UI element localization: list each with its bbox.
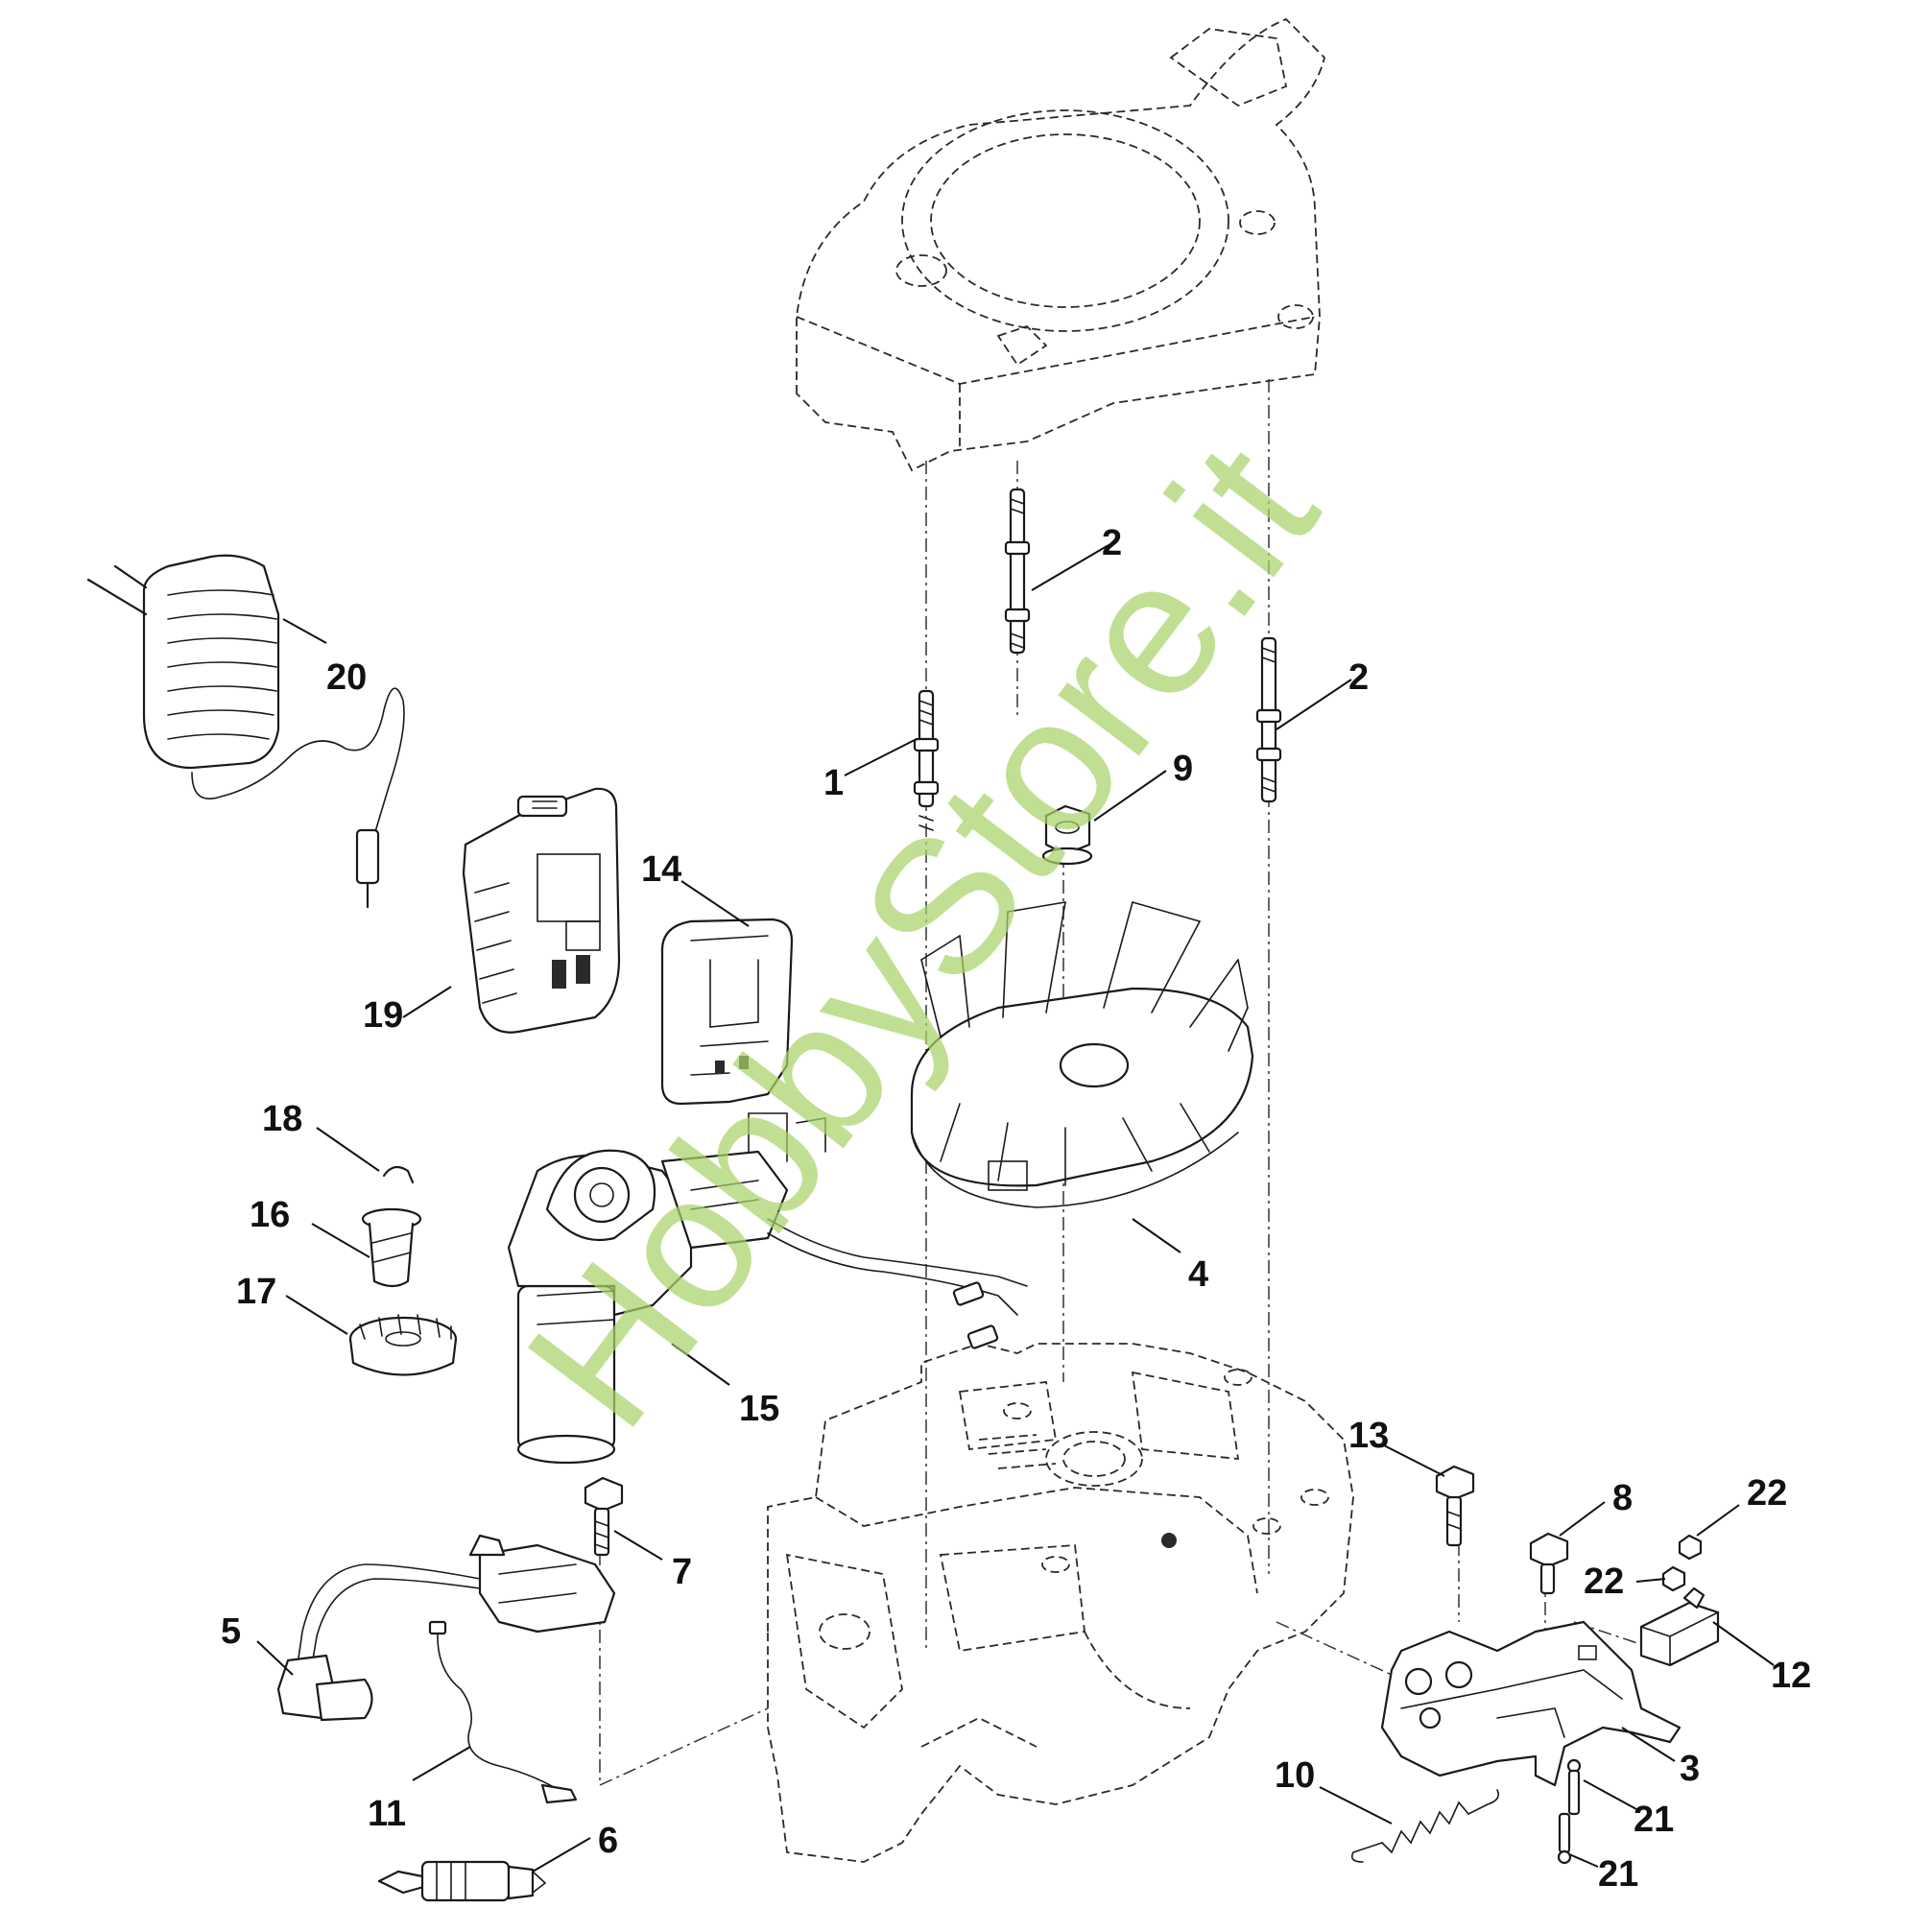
callout-15: 15 — [739, 1389, 779, 1429]
bolt-part-8 — [1529, 1532, 1569, 1595]
callout-22-lower: 22 — [1584, 1562, 1624, 1602]
callout-21-upper: 21 — [1634, 1800, 1674, 1840]
spring-part-10 — [1350, 1789, 1500, 1863]
nut-part-22-upper — [1678, 1534, 1703, 1561]
nut-part-22-lower — [1661, 1565, 1686, 1592]
callout-11: 11 — [368, 1794, 406, 1834]
stud-part-2-right — [1255, 636, 1282, 803]
callout-19: 19 — [363, 995, 403, 1036]
bolt-part-7 — [584, 1476, 624, 1557]
callout-2-right: 2 — [1348, 657, 1369, 698]
screw-part-21-lower — [1557, 1812, 1572, 1865]
pinion-set-parts-16-17-18 — [348, 1165, 458, 1376]
callout-14: 14 — [641, 849, 681, 890]
stud-part-2-upper — [1004, 488, 1031, 655]
callout-5: 5 — [221, 1611, 241, 1652]
callout-16: 16 — [250, 1195, 290, 1235]
callout-7: 7 — [672, 1552, 692, 1592]
battery-holder-part-14 — [660, 918, 794, 1106]
leader-lines — [256, 544, 1775, 1872]
callout-8: 8 — [1612, 1478, 1633, 1518]
callout-6: 6 — [598, 1821, 618, 1861]
battery-part-19 — [462, 787, 621, 1034]
stud-part-1 — [913, 689, 940, 831]
callout-12: 12 — [1771, 1656, 1811, 1696]
bolt-part-13 — [1435, 1465, 1475, 1547]
helix-part-16 — [361, 1207, 422, 1288]
callout-21-lower: 21 — [1598, 1854, 1638, 1895]
callout-1: 1 — [823, 763, 844, 803]
callout-18: 18 — [262, 1099, 302, 1139]
flywheel-part-4 — [910, 901, 1254, 1208]
gear-part-17 — [348, 1314, 458, 1376]
wire-part-11 — [428, 1620, 578, 1804]
callout-labels: 2 2 1 9 20 19 14 18 16 17 15 4 7 5 11 6 … — [221, 523, 1811, 1895]
switch-part-12 — [1639, 1586, 1720, 1667]
starter-motor-part-15 — [507, 1112, 1028, 1465]
charger-part-20 — [86, 554, 405, 909]
ignition-coil-part-5 — [276, 1534, 616, 1722]
screw-part-21-upper — [1566, 1758, 1582, 1816]
engine-cover-ghost — [796, 17, 1325, 472]
callout-17: 17 — [236, 1272, 276, 1312]
nut-part-9 — [1041, 804, 1093, 866]
callout-13: 13 — [1348, 1416, 1389, 1456]
callout-10: 10 — [1275, 1755, 1315, 1796]
callout-20: 20 — [326, 657, 367, 698]
callout-4: 4 — [1188, 1254, 1208, 1295]
retaining-clip-part-18 — [382, 1165, 415, 1184]
callout-9: 9 — [1173, 749, 1193, 789]
callout-22-upper: 22 — [1747, 1473, 1787, 1514]
crankcase-ghost — [767, 1343, 1354, 1863]
spark-plug-part-6 — [377, 1860, 547, 1902]
control-bracket-part-3 — [1380, 1620, 1682, 1787]
callout-3: 3 — [1680, 1749, 1700, 1789]
callout-2-upper: 2 — [1102, 523, 1122, 563]
